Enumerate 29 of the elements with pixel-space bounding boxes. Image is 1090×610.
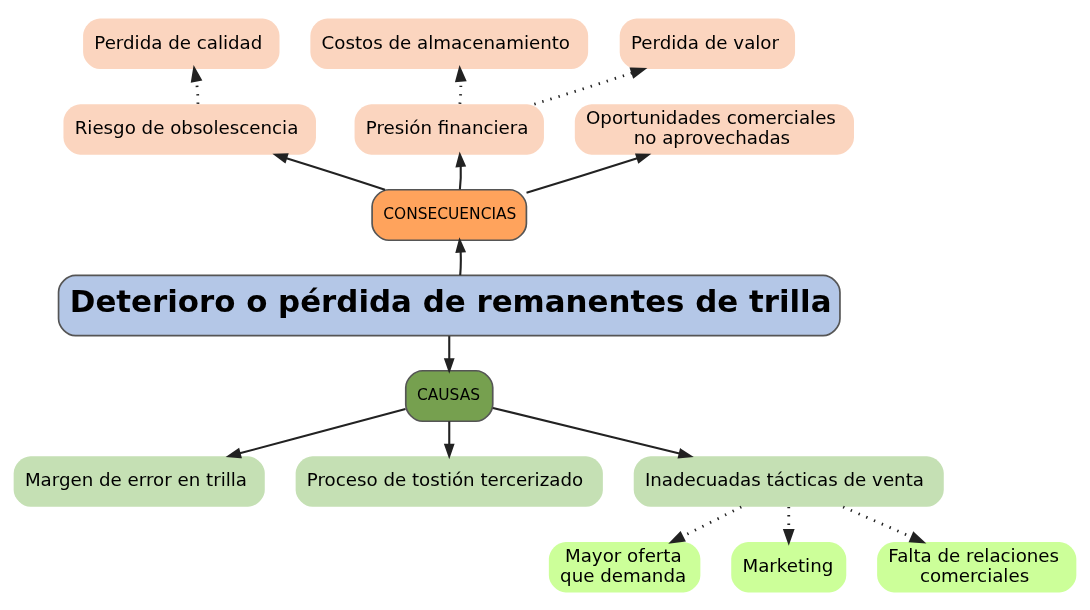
node-box: Costos de almacenamiento [310, 18, 589, 69]
node-box: Margen de error en trilla [13, 455, 265, 507]
arrow [225, 407, 406, 458]
node-box: CAUSAS [404, 369, 494, 422]
node-box: Perdida de valor [619, 18, 796, 69]
arrow [443, 335, 455, 374]
arrow [443, 420, 455, 459]
node-box: Inadecuadas tácticas de venta [633, 455, 944, 507]
arrow [782, 506, 795, 546]
node-box: Mayor oferta que demanda [548, 541, 701, 592]
arrow [190, 64, 203, 104]
node-box: Proceso de tostión tercerizado [295, 455, 603, 507]
node-box: Presión financiera [354, 103, 544, 155]
arrow [492, 406, 694, 459]
node-box: Riesgo de obsolescencia [63, 103, 316, 155]
node-box: Perdida de calidad [83, 18, 280, 69]
arrow [454, 64, 467, 104]
arrow [455, 151, 467, 190]
arrow [668, 505, 742, 544]
node-box: Marketing [731, 541, 847, 592]
arrow [842, 505, 927, 544]
arrow [272, 152, 386, 191]
arrow [455, 236, 467, 275]
node-box: Deterioro o pérdida de remanentes de trilla [57, 274, 841, 336]
node-box: Falta de relaciones comerciales [877, 541, 1077, 592]
node-box: CONSECUENCIAS [371, 188, 528, 241]
arrow [533, 67, 648, 105]
node-box: Oportunidades comerciales no aprovechadas [574, 103, 854, 155]
arrow [526, 152, 652, 194]
